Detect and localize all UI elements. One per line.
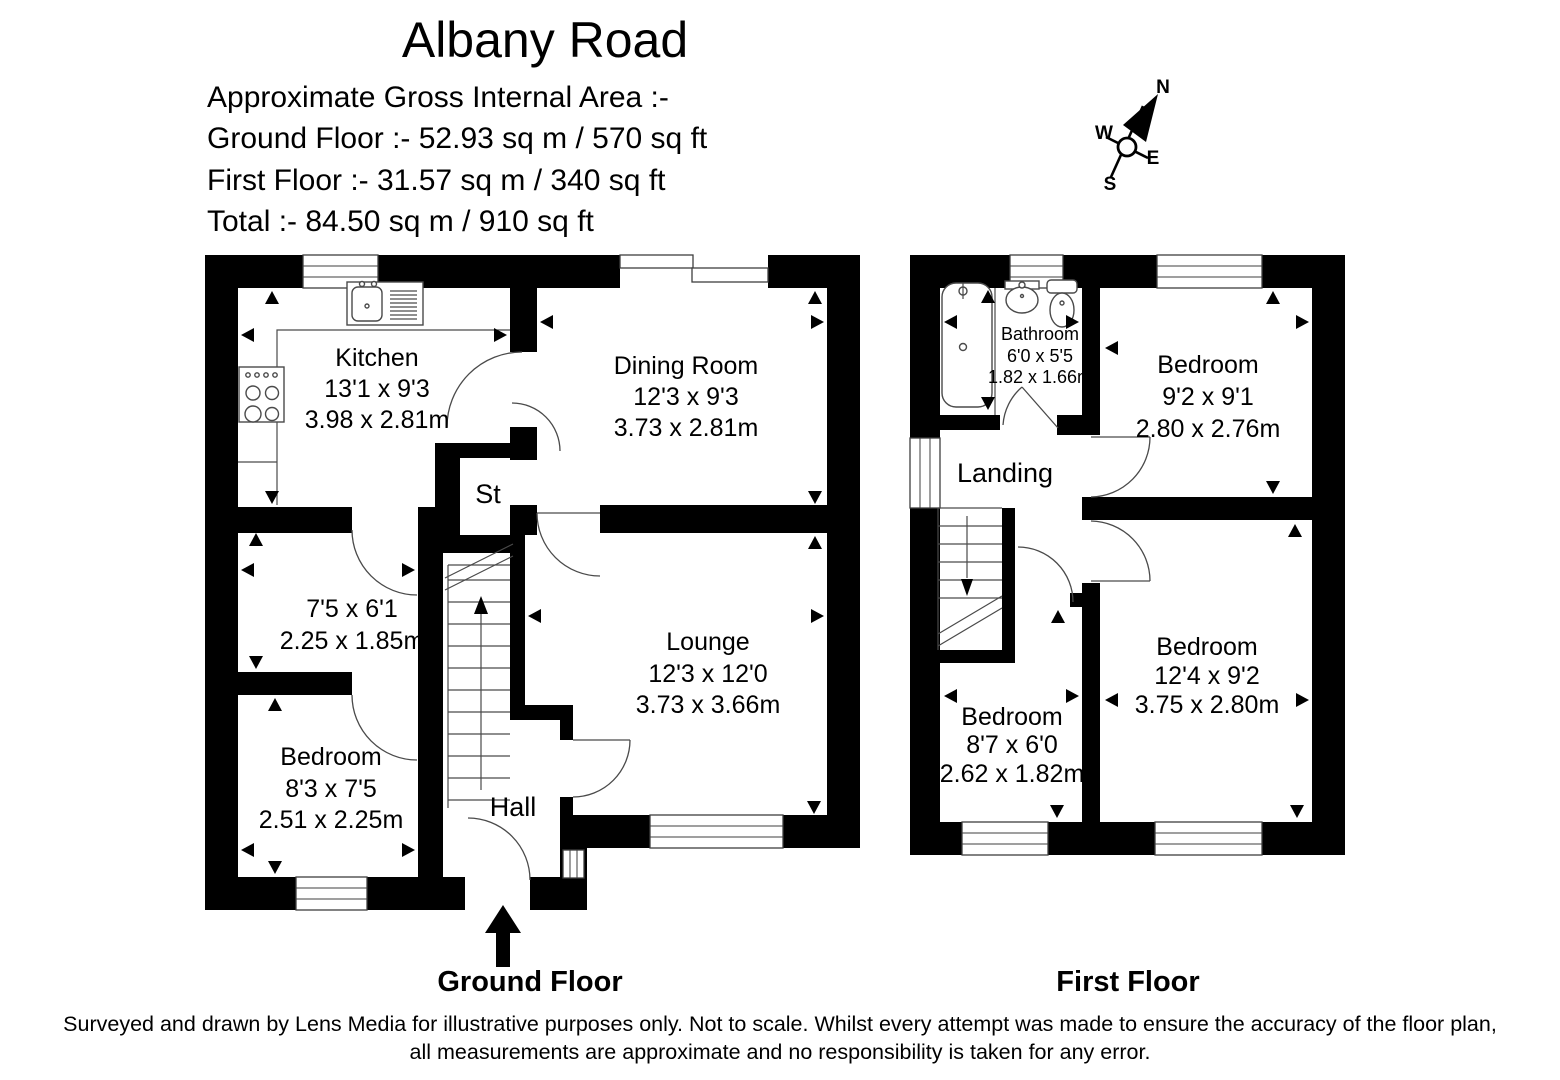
stairs-down-arrow bbox=[961, 579, 973, 596]
kitchen-door-arc bbox=[446, 351, 523, 428]
dining-label: Dining Room bbox=[614, 352, 759, 380]
ground-doors bbox=[351, 351, 631, 881]
bedroom-front-label: Bedroom bbox=[1157, 351, 1258, 379]
bathroom-door-arc bbox=[1002, 386, 1059, 429]
kitchen-counter bbox=[238, 329, 510, 505]
bedroom-rear-imperial: 8'7 x 6'0 bbox=[966, 731, 1058, 759]
ground-bedroom-imperial: 8'3 x 7'5 bbox=[285, 775, 377, 803]
hall-label: Hall bbox=[490, 792, 537, 822]
first-stairs bbox=[937, 507, 1003, 650]
utility-door-arc bbox=[351, 529, 418, 596]
ground-stairs bbox=[444, 543, 514, 808]
compass-icon: N W E S bbox=[1095, 77, 1170, 195]
bathroom-label: Bathroom bbox=[1001, 324, 1079, 344]
bedroom-door-arc bbox=[351, 694, 418, 761]
ground-floor-caption: Ground Floor bbox=[437, 966, 622, 998]
disclaimer-line-2: all measurements are approximate and no … bbox=[410, 1040, 1151, 1064]
ground-windows bbox=[295, 250, 784, 911]
ground-measurement-arrows bbox=[241, 291, 824, 874]
store-door-arc bbox=[511, 402, 561, 452]
footer-disclaimer: Surveyed and drawn by Lens Media for ill… bbox=[63, 1012, 1497, 1064]
ground-bedroom-label: Bedroom bbox=[280, 743, 381, 771]
dining-window-lower bbox=[691, 267, 769, 283]
area-line-total: Total :- 84.50 sq m / 910 sq ft bbox=[207, 205, 595, 238]
kitchen-imperial: 13'1 x 9'3 bbox=[324, 375, 429, 403]
lounge-metric: 3.73 x 3.66m bbox=[636, 691, 781, 719]
disclaimer-line-1: Surveyed and drawn by Lens Media for ill… bbox=[63, 1012, 1497, 1036]
first-measurement-arrows bbox=[944, 290, 1309, 818]
compass-n-label: N bbox=[1156, 77, 1170, 98]
compass-e-label: E bbox=[1147, 148, 1160, 169]
compass-s-label: S bbox=[1104, 174, 1117, 195]
store-label: St bbox=[475, 479, 501, 509]
compass-north-arrow bbox=[1123, 94, 1158, 142]
first-doors bbox=[1002, 386, 1151, 603]
bath-icon bbox=[941, 282, 996, 415]
stairs-up-arrow bbox=[474, 596, 488, 614]
first-windows bbox=[909, 254, 1263, 856]
captions: Ground Floor First Floor bbox=[437, 905, 1200, 998]
dining-window-upper bbox=[619, 254, 694, 269]
page-title: Albany Road bbox=[402, 12, 688, 68]
bathroom-metric: 1.82 x 1.66m bbox=[988, 367, 1092, 387]
utility-imperial: 7'5 x 6'1 bbox=[306, 595, 398, 623]
compass-w-label: W bbox=[1095, 123, 1113, 144]
kitchen-metric: 3.98 x 2.81m bbox=[305, 406, 450, 434]
area-line-ground: Ground Floor :- 52.93 sq m / 570 sq ft bbox=[207, 122, 708, 155]
kitchen-sink-icon bbox=[346, 280, 424, 326]
lounge-imperial: 12'3 x 12'0 bbox=[648, 660, 767, 688]
dining-door-arc bbox=[536, 512, 601, 577]
basin-icon bbox=[1004, 280, 1040, 314]
utility-metric: 2.25 x 1.85m bbox=[280, 627, 425, 655]
bedroom-front-metric: 2.80 x 2.76m bbox=[1136, 415, 1281, 443]
bathroom-imperial: 6'0 x 5'5 bbox=[1007, 346, 1073, 366]
bedroom-main-label: Bedroom bbox=[1156, 633, 1257, 661]
ground-bedroom-metric: 2.51 x 2.25m bbox=[259, 806, 404, 834]
ground-room-labels: Kitchen 13'1 x 9'3 3.98 x 2.81m Dining R… bbox=[259, 344, 781, 834]
header: Albany Road Approximate Gross Internal A… bbox=[207, 12, 708, 238]
bedroom-main-door-arc bbox=[1090, 520, 1151, 582]
bedroom-main-imperial: 12'4 x 9'2 bbox=[1154, 662, 1259, 690]
ground-walls bbox=[205, 255, 860, 910]
area-line-approx: Approximate Gross Internal Area :- bbox=[207, 81, 669, 114]
first-floor-plan: Bathroom 6'0 x 5'5 1.82 x 1.66m Bedroom … bbox=[909, 254, 1345, 856]
bedroom-main-metric: 3.75 x 2.80m bbox=[1135, 691, 1280, 719]
ground-floor-plan: Kitchen 13'1 x 9'3 3.98 x 2.81m Dining R… bbox=[205, 250, 860, 911]
entrance-arrow bbox=[485, 905, 521, 967]
bedroom-rear-label: Bedroom bbox=[961, 703, 1062, 731]
dining-imperial: 12'3 x 9'3 bbox=[633, 383, 738, 411]
first-floor-caption: First Floor bbox=[1056, 966, 1199, 998]
landing-label: Landing bbox=[957, 458, 1053, 488]
kitchen-label: Kitchen bbox=[335, 344, 418, 372]
bedroom-front-door-arc bbox=[1090, 436, 1151, 498]
lounge-door-arc bbox=[572, 739, 631, 798]
bedroom-rear-door-arc bbox=[1017, 546, 1074, 603]
area-line-first: First Floor :- 31.57 sq m / 340 sq ft bbox=[207, 164, 666, 197]
bedroom-rear-metric: 2.62 x 1.82m bbox=[940, 760, 1085, 788]
bedroom-front-imperial: 9'2 x 9'1 bbox=[1162, 383, 1254, 411]
first-room-labels: Bathroom 6'0 x 5'5 1.82 x 1.66m Bedroom … bbox=[940, 324, 1281, 788]
front-door-arc bbox=[467, 817, 531, 881]
dining-metric: 3.73 x 2.81m bbox=[614, 414, 759, 442]
hob-icon bbox=[238, 366, 285, 423]
lounge-label: Lounge bbox=[666, 628, 749, 656]
